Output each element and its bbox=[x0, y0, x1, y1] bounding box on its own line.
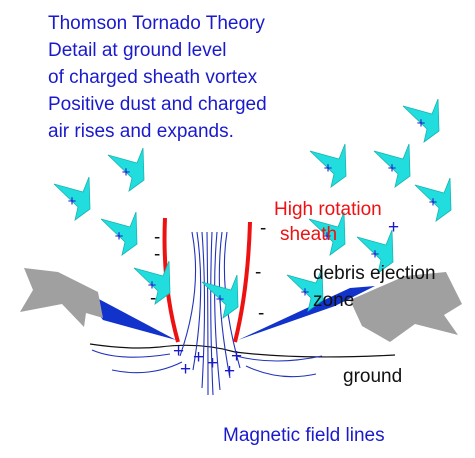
minus-sign: - bbox=[150, 288, 157, 309]
title-line-2: Detail at ground level bbox=[48, 40, 227, 61]
label-ground: ground bbox=[343, 366, 403, 387]
title-line-5: air rises and expands. bbox=[48, 121, 234, 142]
debris-chunk-right bbox=[350, 272, 462, 342]
label-debris-ejection: debris ejection bbox=[313, 263, 436, 284]
plus-sign: + bbox=[231, 346, 243, 367]
label-sheath: sheath bbox=[280, 224, 338, 245]
minus-sign: - bbox=[154, 244, 161, 265]
ejection-wedge-right bbox=[238, 286, 375, 340]
plus-sign: + bbox=[193, 347, 205, 368]
minus-sign: - bbox=[260, 218, 267, 239]
title-line-1: Thomson Tornado Theory bbox=[48, 13, 265, 34]
plus-sign: + bbox=[207, 353, 219, 374]
minus-sign: - bbox=[255, 262, 262, 283]
plus-sign: + bbox=[224, 361, 236, 382]
minus-sign: - bbox=[258, 303, 265, 324]
minus-sign: - bbox=[154, 227, 161, 248]
title-line-4: Positive dust and charged bbox=[48, 94, 267, 115]
label-high-rotation: High rotation bbox=[274, 199, 382, 220]
plus-sign: + bbox=[173, 341, 185, 362]
plus-sign: + bbox=[388, 217, 400, 238]
label-magnetic-field-lines: Magnetic field lines bbox=[223, 425, 385, 446]
ground-line bbox=[89, 343, 396, 358]
ejection-wedge-left bbox=[78, 288, 176, 340]
label-zone: zone bbox=[313, 290, 355, 311]
sheath-wall-right bbox=[233, 221, 252, 343]
debris-chunk-left bbox=[20, 268, 103, 327]
title-line-3: of charged sheath vortex bbox=[48, 67, 258, 88]
plus-sign: + bbox=[180, 359, 192, 380]
